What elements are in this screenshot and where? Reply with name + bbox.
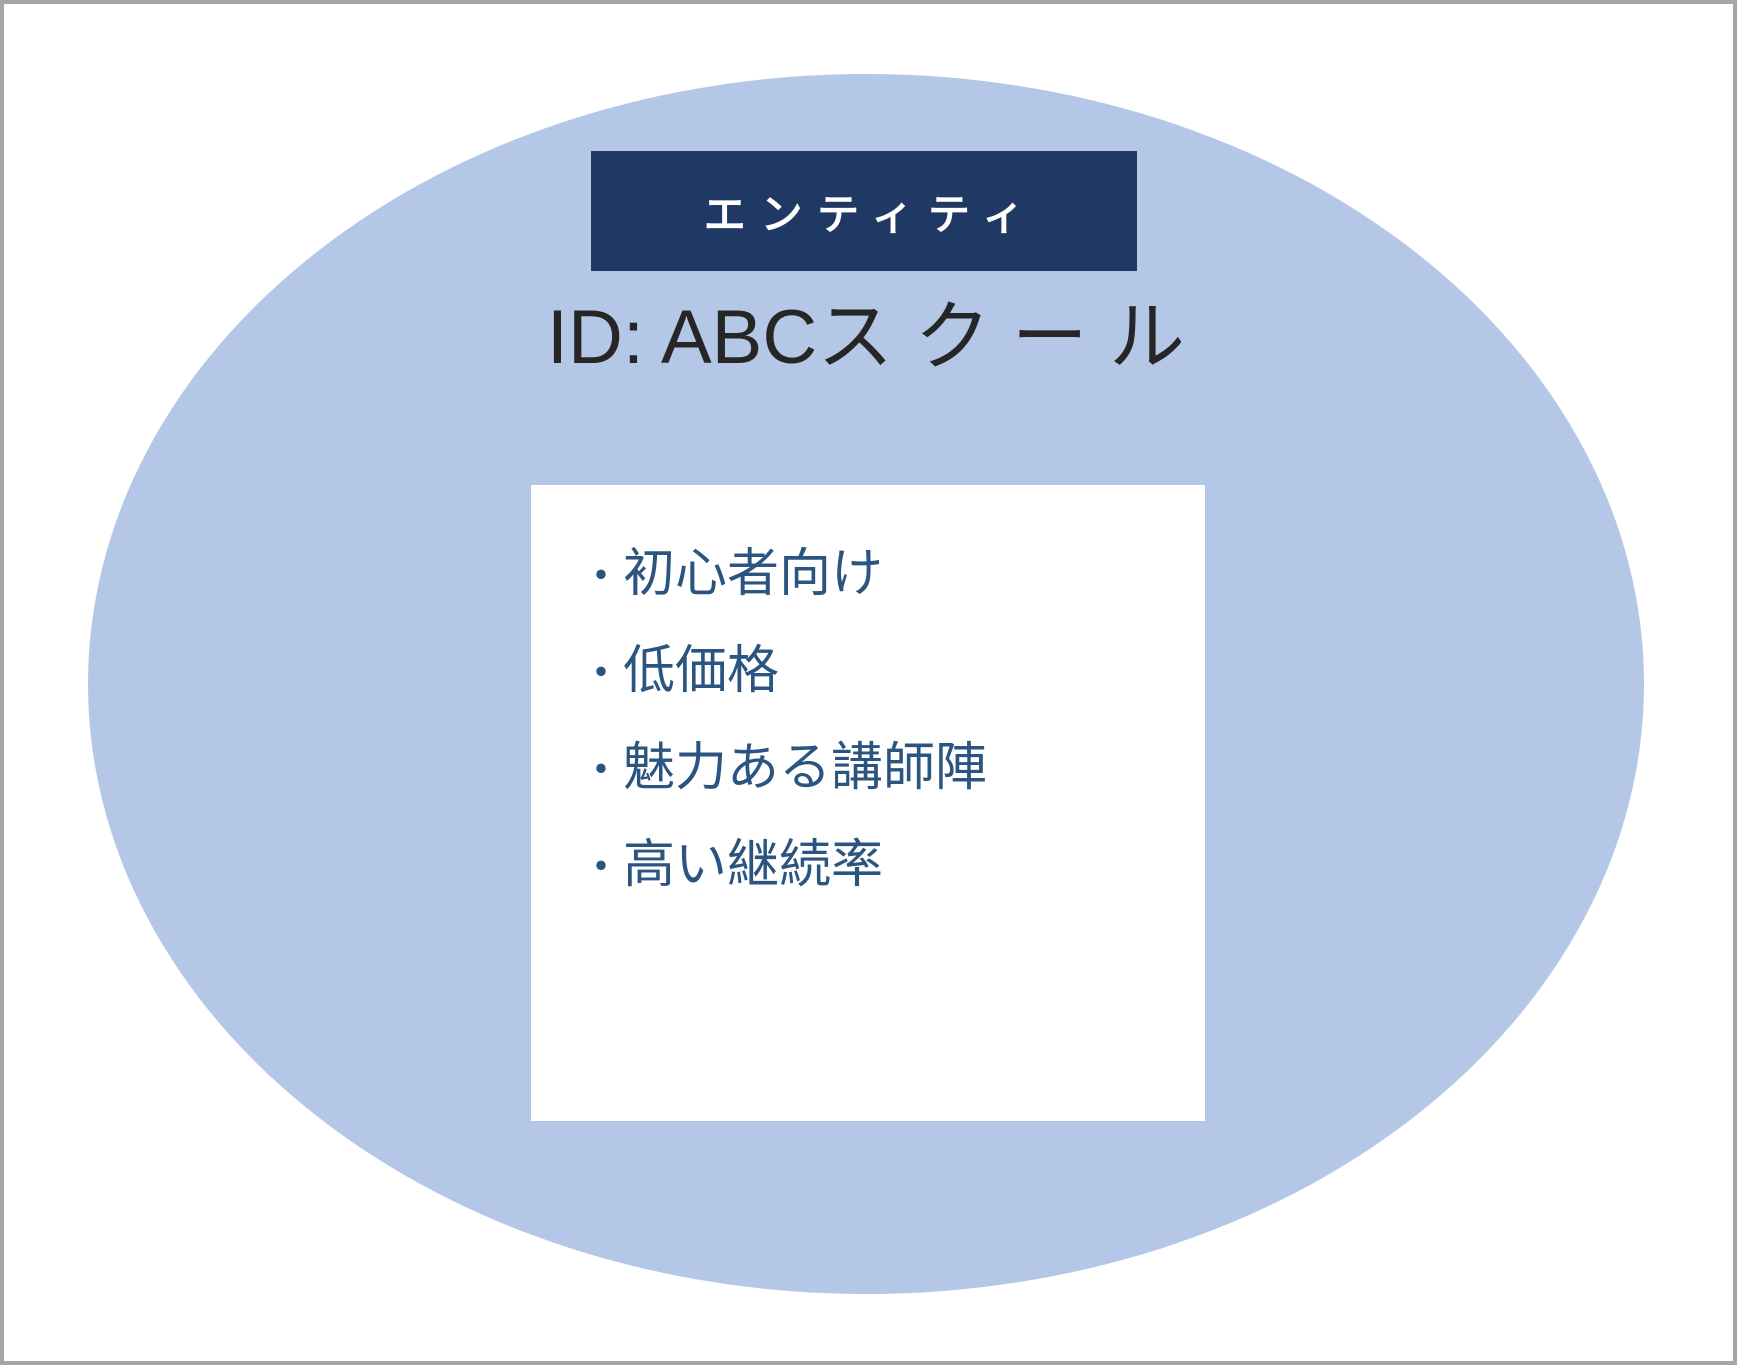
feature-item-label: 低価格 [623,642,780,700]
feature-item-label: 高い継続率 [623,836,884,894]
entity-id-title: ID: ABCスクール [88,294,1644,381]
bullet-icon: ・ [579,552,623,601]
entity-header-label: エンティティ [703,190,1039,238]
feature-item: ・低価格 [579,624,1195,721]
feature-item: ・魅力ある講師陣 [579,721,1195,818]
feature-item: ・高い継続率 [579,818,1195,915]
feature-list: ・初心者向け ・低価格 ・魅力ある講師陣 ・高い継続率 [531,485,1205,915]
entity-header-box: エンティティ [591,151,1137,271]
bullet-icon: ・ [579,843,623,892]
entity-id-title-latin: ID: ABC [546,295,818,380]
bullet-icon: ・ [579,746,623,795]
feature-item-label: 魅力ある講師陣 [623,739,988,797]
bullet-icon: ・ [579,649,623,698]
feature-item-label: 初心者向け [623,545,884,603]
feature-panel: ・初心者向け ・低価格 ・魅力ある講師陣 ・高い継続率 [531,485,1205,1121]
entity-id-title-kana: スクール [817,295,1207,380]
feature-item: ・初心者向け [579,527,1195,624]
